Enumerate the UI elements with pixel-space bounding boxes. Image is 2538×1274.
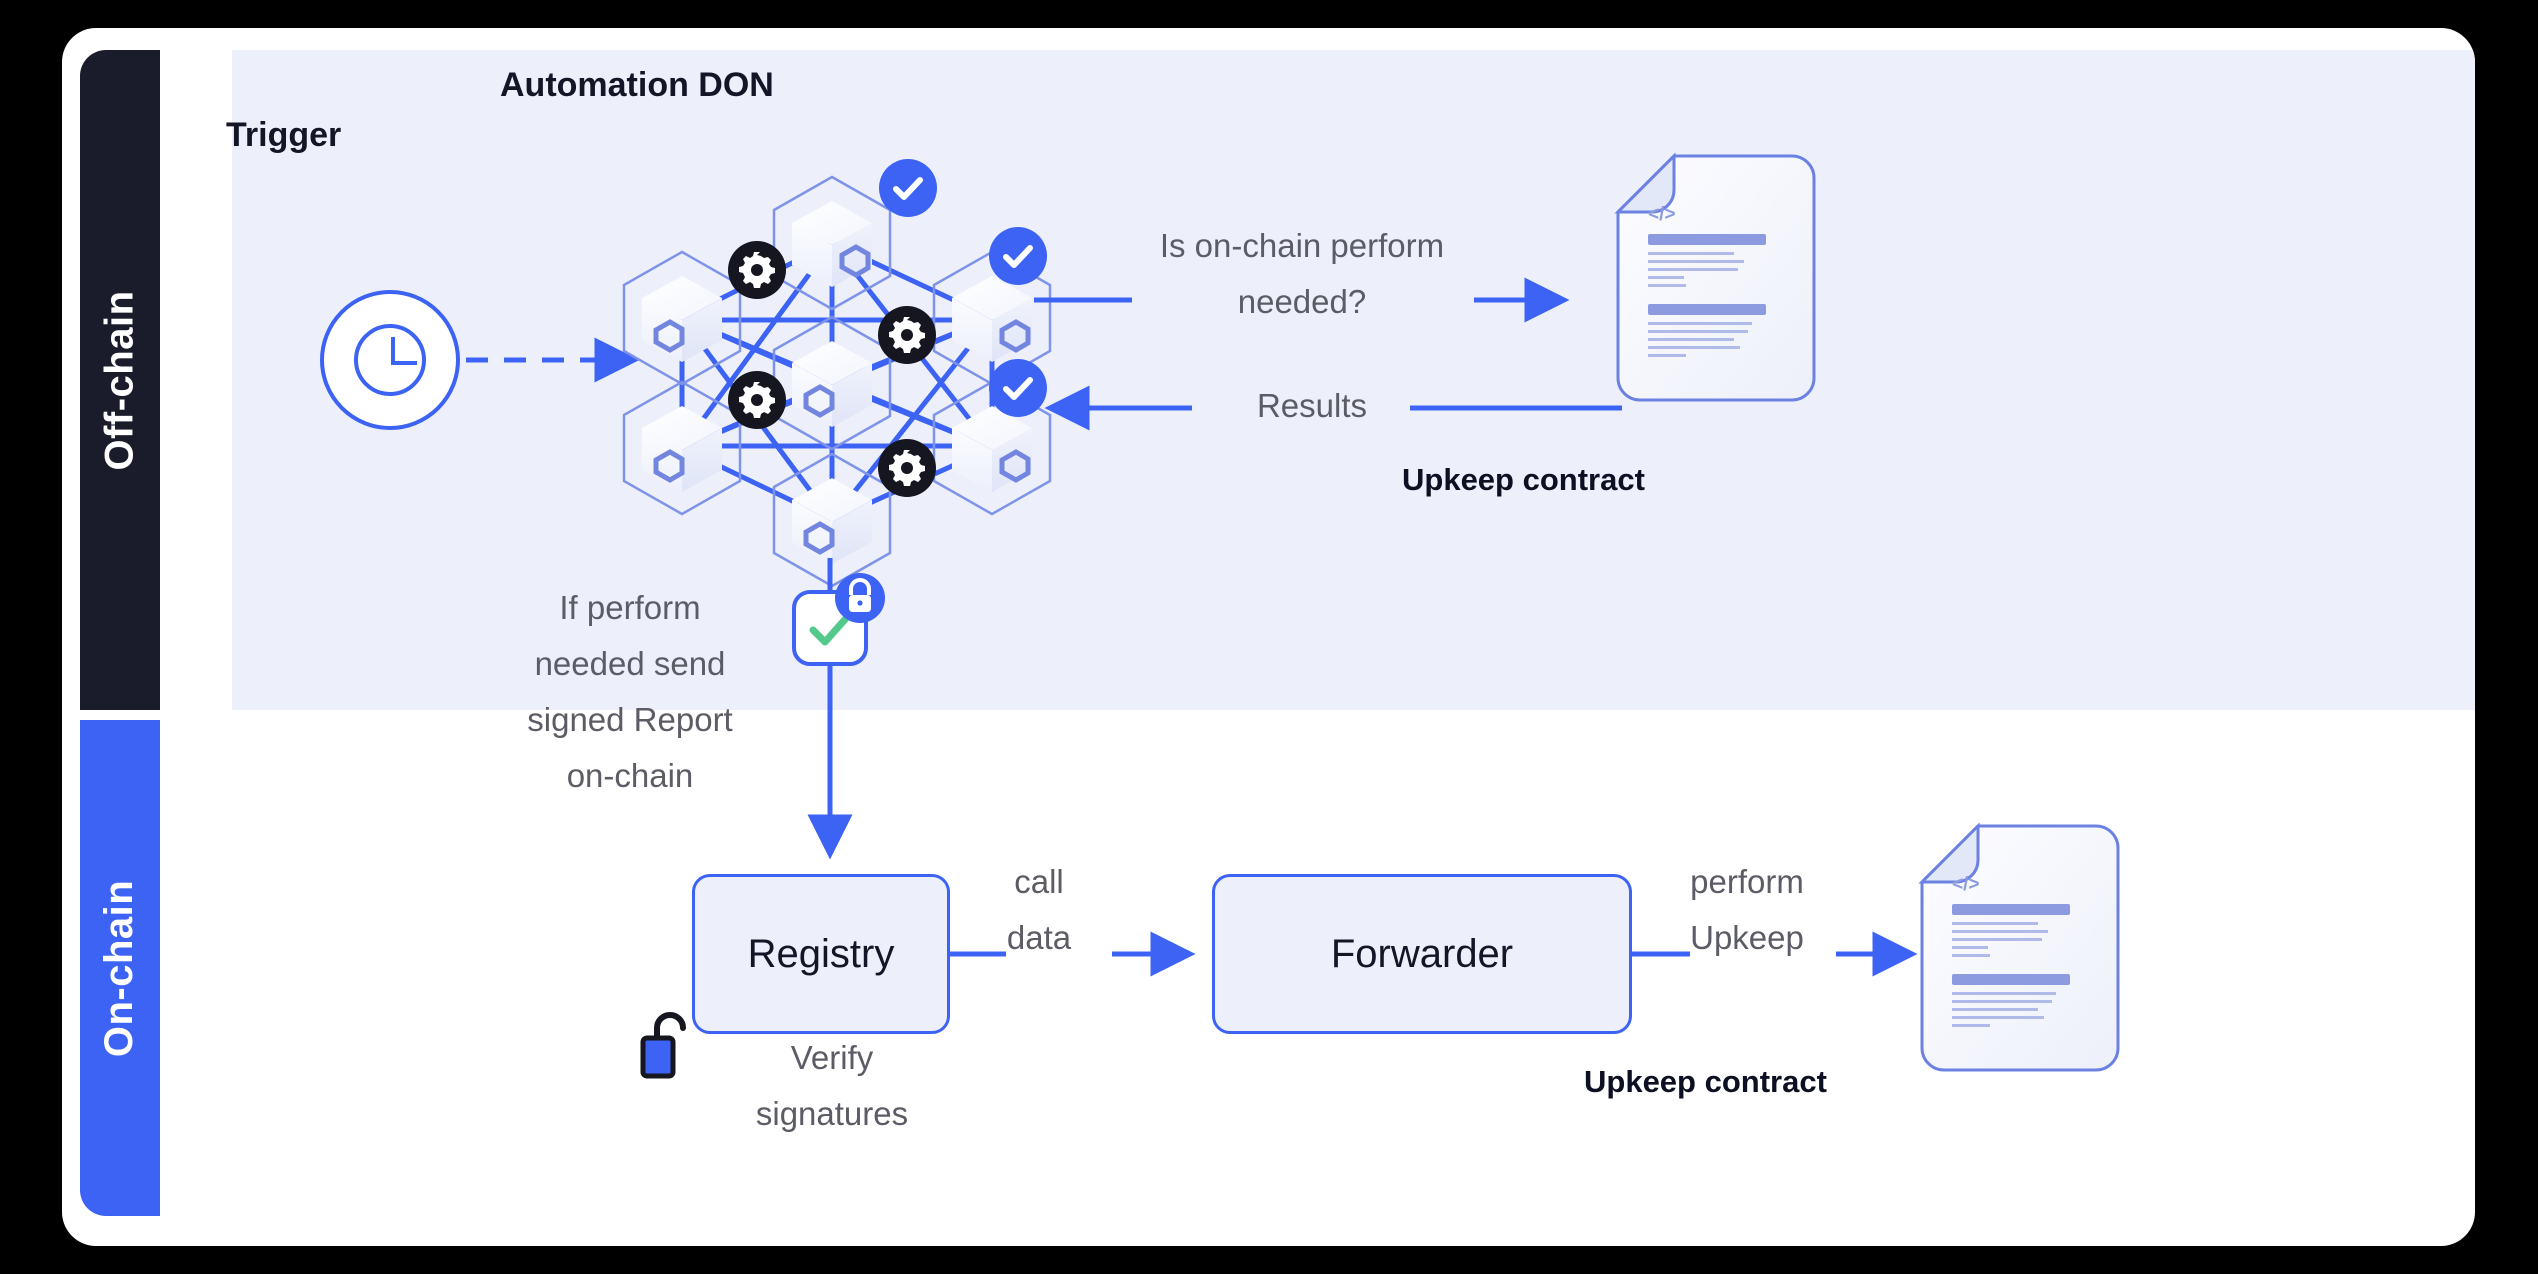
don-gear-badges <box>728 241 936 497</box>
don-node <box>772 452 892 588</box>
upkeep-contract-label-onchain: Upkeep contract <box>1584 1064 1827 1099</box>
clock-hand-minute <box>391 337 395 365</box>
rail-off-chain: Off-chain <box>80 50 160 710</box>
don-node <box>932 250 1052 386</box>
trigger-clock-icon <box>320 290 460 430</box>
signed-report-badge <box>792 573 885 666</box>
check-circle-icon <box>879 159 937 217</box>
lock-closed-icon <box>835 573 885 623</box>
upkeep-contract-document-onchain[interactable]: </> <box>1918 822 2120 1072</box>
gear-icon <box>878 306 936 364</box>
trigger-title: Trigger <box>226 116 342 154</box>
code-glyph: </> <box>1648 204 1675 225</box>
check-circle-icon <box>989 359 1047 417</box>
don-title: Automation DON <box>500 66 774 104</box>
results-label: Results <box>1256 387 1368 424</box>
don-nodes <box>622 175 1052 588</box>
don-node <box>622 380 742 516</box>
don-check-badges <box>879 159 1047 417</box>
gear-icon <box>878 439 936 497</box>
registry-box[interactable]: Registry <box>692 874 950 1034</box>
perform-upkeep-label: perform Upkeep <box>1690 863 1804 956</box>
diagram-overlay: </> <box>466 152 2120 1079</box>
gear-icon <box>728 241 786 299</box>
rail-on-chain: On-chain <box>80 720 160 1216</box>
code-glyph: </> <box>1952 874 1979 895</box>
question-label: Is on-chain perform needed? <box>1159 227 1445 320</box>
upkeep-contract-label-offchain: Upkeep contract <box>1402 462 1645 497</box>
send-report-label: If perform needed send signed Report on-… <box>527 589 733 794</box>
forwarder-box[interactable]: Forwarder <box>1212 874 1632 1034</box>
upkeep-contract-document-offchain[interactable]: </> <box>1614 152 1816 402</box>
clock-hand-hour <box>391 361 417 365</box>
lock-open-icon <box>640 1012 686 1079</box>
don-node <box>622 250 742 386</box>
check-circle-icon <box>989 227 1047 285</box>
diagram-card: Off-chain On-chain Trigger Automation DO… <box>62 28 2475 1246</box>
registry-label: Registry <box>747 931 895 976</box>
verify-signatures-label: Verify signatures <box>755 1039 909 1132</box>
forwarder-label: Forwarder <box>1330 931 1514 976</box>
call-data-label: call data <box>1006 863 1072 956</box>
clock-face <box>354 324 426 396</box>
gear-icon <box>728 371 786 429</box>
